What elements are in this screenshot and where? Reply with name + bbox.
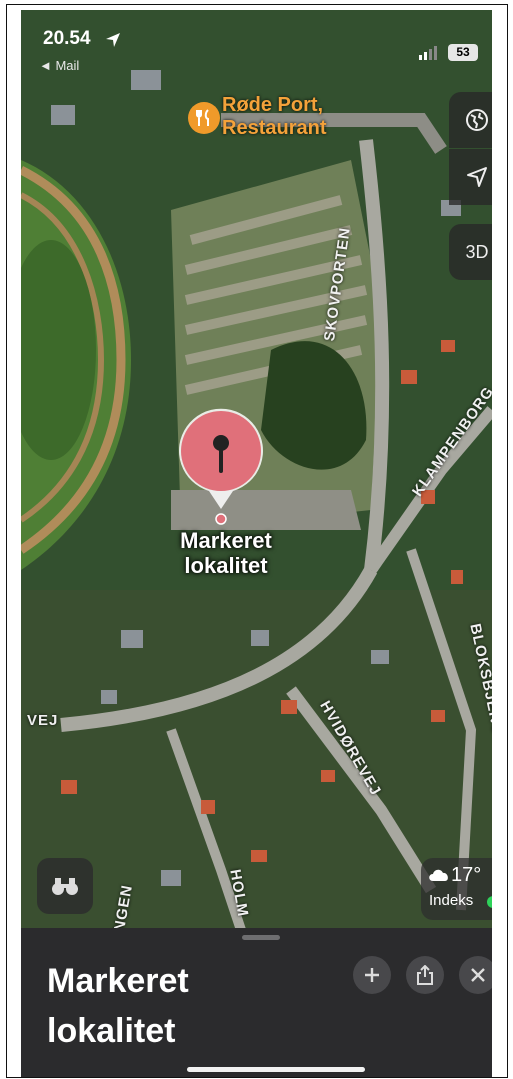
close-icon: [471, 968, 485, 982]
poi-name-line1: Røde Port,: [222, 94, 324, 116]
cloud-icon: [429, 869, 448, 881]
place-sheet[interactable]: Markeret lokalitet: [21, 928, 492, 1077]
screenshot-frame: 20.54 ◄ Mail 53 3D Røde Port, Restaurant…: [6, 4, 508, 1078]
marked-location-pin[interactable]: [173, 405, 269, 525]
share-button[interactable]: [406, 956, 444, 994]
poi-name-line2: Restaurant: [222, 117, 327, 139]
close-button[interactable]: [459, 956, 492, 994]
three-d-button[interactable]: 3D: [449, 224, 492, 280]
sheet-grabber[interactable]: [242, 935, 280, 940]
sheet-title: Markeret lokalitet: [47, 956, 307, 1056]
restaurant-poi-marker[interactable]: [188, 102, 220, 134]
fork-knife-icon: [196, 109, 209, 126]
cellular-signal-icon: [419, 46, 437, 60]
battery-indicator: 53: [448, 44, 478, 61]
look-around-button[interactable]: [37, 858, 93, 914]
binoculars-icon: [52, 878, 78, 895]
air-quality-label: Indeks: [429, 892, 474, 909]
weather-widget[interactable]: 17° Indeks: [421, 858, 492, 920]
temperature: 17°: [451, 864, 482, 886]
current-location-button[interactable]: [449, 149, 492, 205]
add-button[interactable]: [353, 956, 391, 994]
restaurant-poi-label[interactable]: Røde Port, Restaurant: [222, 94, 326, 140]
plus-icon: [365, 968, 379, 982]
status-time: 20.54: [43, 28, 91, 49]
location-arrow-outline-icon: [467, 167, 487, 187]
maps-screen: 20.54 ◄ Mail 53 3D Røde Port, Restaurant…: [21, 10, 492, 1077]
pin-label-line2: lokalitet: [184, 553, 268, 578]
air-quality-status-dot: [487, 896, 492, 908]
sheet-title-line1: Markeret: [47, 962, 189, 1000]
location-arrow-icon: [106, 33, 120, 47]
pin-label-line1: Markeret: [180, 528, 272, 553]
street-label-vej: VEJ: [27, 712, 59, 729]
back-to-mail-link[interactable]: ◄ Mail: [39, 58, 80, 73]
pin-label[interactable]: Markeret lokalitet: [136, 528, 316, 578]
globe-icon: [466, 109, 488, 131]
share-icon: [417, 965, 433, 985]
map-mode-button[interactable]: [449, 92, 492, 148]
sheet-title-line2: lokalitet: [47, 1012, 176, 1050]
home-indicator[interactable]: [187, 1067, 365, 1072]
